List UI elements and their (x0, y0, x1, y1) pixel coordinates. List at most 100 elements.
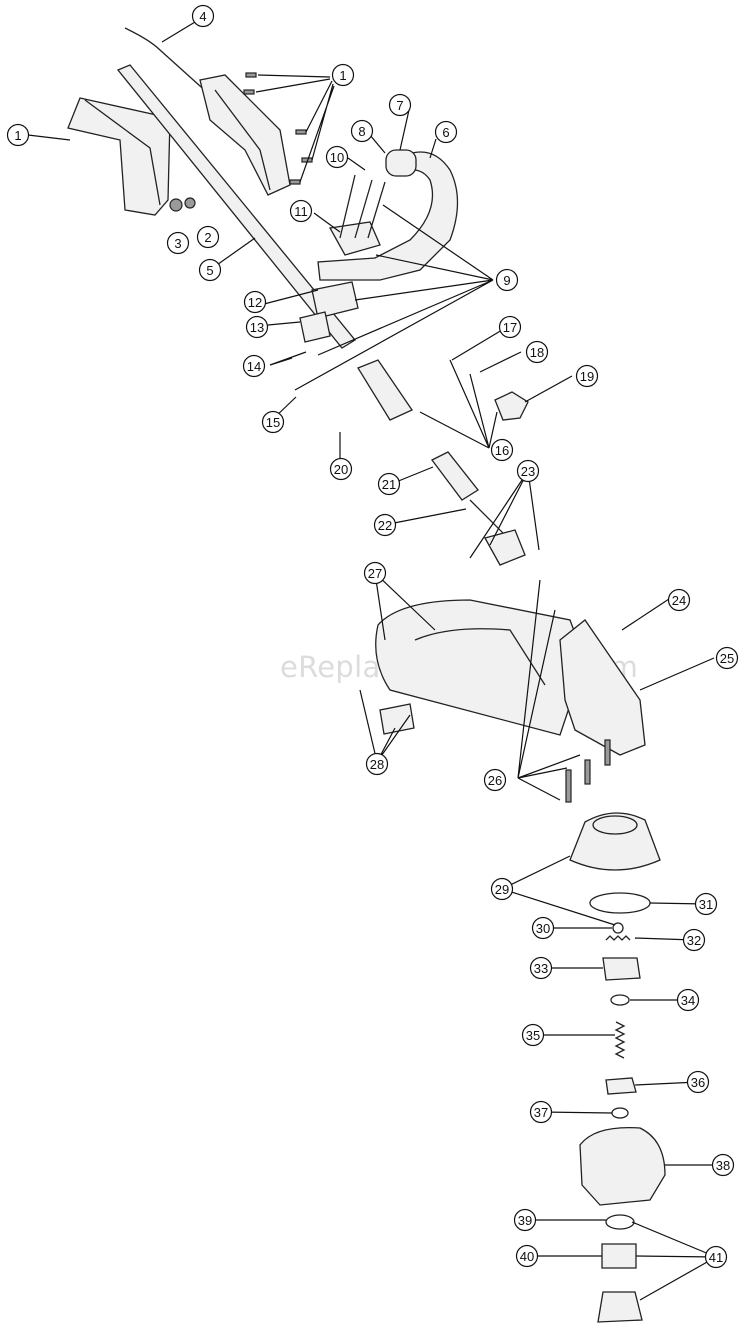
callout-number: 19 (580, 369, 594, 384)
line-spool (579, 1126, 666, 1206)
callout-number: 27 (368, 566, 382, 581)
callout-number: 15 (266, 415, 280, 430)
guard-bolts (565, 739, 611, 803)
nut-part-3 (169, 198, 183, 212)
callout-circle (521, 1023, 545, 1047)
grass-guard (375, 599, 586, 736)
callout-40: 40 (515, 1244, 539, 1268)
spool-spring (614, 1021, 626, 1059)
handle-bolts (339, 174, 386, 239)
handle-housing-right (199, 74, 291, 196)
callout-17: 17 (498, 315, 522, 339)
callout-2: 2 (196, 225, 220, 249)
callout-circle (686, 1070, 710, 1094)
callout-circle (495, 268, 519, 292)
callout-32: 32 (682, 928, 706, 952)
callout-circle (715, 646, 739, 670)
callout-number: 39 (518, 1213, 532, 1228)
callout-circle (242, 354, 266, 378)
callout-circle (6, 123, 30, 147)
small-washer (612, 922, 624, 934)
gear-head (559, 619, 646, 756)
callout-number: 4 (199, 9, 206, 24)
callout-number: 17 (503, 320, 517, 335)
lower-shaft-tube (431, 451, 479, 501)
callout-circle (245, 315, 269, 339)
callout-number: 30 (536, 921, 550, 936)
callout-circle (694, 892, 718, 916)
callout-circle (667, 588, 691, 612)
callout-number: 22 (378, 518, 392, 533)
throttle-cable (124, 27, 211, 96)
callout-circle (373, 513, 397, 537)
washer-part-2 (184, 197, 196, 209)
callout-circle (365, 752, 389, 776)
callout-number: 3 (174, 236, 181, 251)
callout-26: 26 (483, 768, 507, 792)
handle-clamp-upper (328, 221, 381, 256)
callout-circle (434, 120, 458, 144)
callout-circle (676, 988, 700, 1012)
callout-number: 5 (206, 263, 213, 278)
callout-39: 39 (513, 1208, 537, 1232)
shaft-spacer (299, 311, 331, 343)
handle-housing-left (67, 97, 171, 216)
callout-circle (490, 438, 514, 462)
callout-circle (377, 472, 401, 496)
callout-circle (529, 956, 553, 980)
shield-clamp (484, 529, 526, 566)
callout-circle (243, 290, 267, 314)
callout-16: 16 (490, 438, 514, 462)
callout-labels: 1123456789101112131415161718192021222324… (6, 4, 739, 1269)
callout-12: 12 (243, 290, 267, 314)
callout-circle (490, 877, 514, 901)
callout-18: 18 (525, 340, 549, 364)
callout-number: 23 (521, 464, 535, 479)
callout-circle (261, 410, 285, 434)
spool-ring (605, 1214, 635, 1230)
o-ring (589, 892, 651, 914)
callout-19: 19 (575, 364, 599, 388)
callout-1: 1 (6, 123, 30, 147)
assist-handle (317, 151, 459, 281)
callout-number: 8 (358, 124, 365, 139)
callout-number: 26 (488, 773, 502, 788)
callout-number: 12 (248, 295, 262, 310)
callout-number: 21 (382, 477, 396, 492)
callout-number: 16 (495, 443, 509, 458)
callout-circle (515, 1244, 539, 1268)
coupler-knob (494, 391, 529, 421)
callout-25: 25 (715, 646, 739, 670)
callout-number: 18 (530, 345, 544, 360)
callout-circle (325, 145, 349, 169)
callout-circle (363, 561, 387, 585)
callout-circle (704, 1245, 728, 1269)
callout-30: 30 (531, 916, 555, 940)
callout-number: 33 (534, 961, 548, 976)
callout-34: 34 (676, 988, 700, 1012)
callout-circle (513, 1208, 537, 1232)
shaft-coupler (357, 359, 413, 421)
callout-24: 24 (667, 588, 691, 612)
callout-number: 2 (204, 230, 211, 245)
callout-circle (198, 258, 222, 282)
callout-circle (191, 4, 215, 28)
callout-38: 38 (711, 1153, 735, 1177)
callout-number: 24 (672, 593, 686, 608)
spool-bushing (601, 1243, 637, 1269)
callout-15: 15 (261, 410, 285, 434)
callout-36: 36 (686, 1070, 710, 1094)
small-spring (605, 935, 631, 941)
callout-29: 29 (490, 877, 514, 901)
callout-circle (575, 364, 599, 388)
callout-23: 23 (516, 459, 540, 483)
callout-number: 36 (691, 1075, 705, 1090)
retaining-clip (611, 1107, 629, 1119)
callout-11: 11 (289, 199, 313, 223)
callout-number: 35 (526, 1028, 540, 1043)
callout-31: 31 (694, 892, 718, 916)
callout-circle (483, 768, 507, 792)
callout-circle (350, 119, 374, 143)
callout-number: 14 (247, 359, 261, 374)
